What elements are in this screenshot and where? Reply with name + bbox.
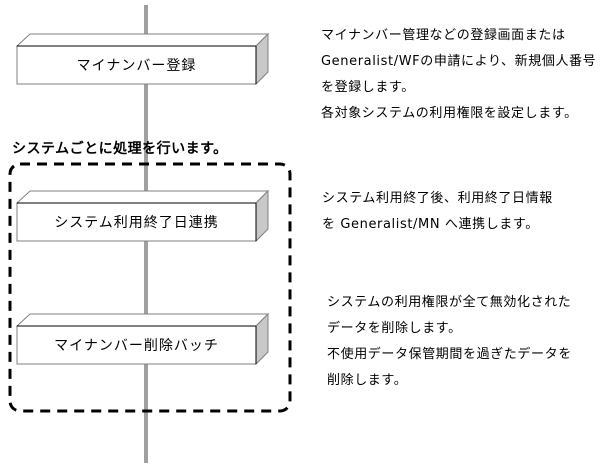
step-description-registration: マイナンバー管理などの登録画面または Generalist/WFの申請により、新…	[321, 23, 596, 127]
step-label-delete-batch: マイナンバー削除バッチ	[54, 338, 219, 354]
description-line: を Generalist/MN へ連携します。	[322, 217, 539, 232]
step-box-delete-batch	[15, 312, 270, 366]
description-line: 各対象システムの利用権限を設定します。	[321, 106, 578, 121]
description-line: 削除します。	[327, 373, 408, 388]
step-box-registration	[15, 32, 270, 86]
description-line: 不使用データ保管期間を過ぎたデータを	[327, 347, 572, 362]
step-label-registration: マイナンバー登録	[76, 58, 197, 74]
system-group-border	[8, 162, 292, 413]
description-line: システムの利用権限が全て無効化された	[327, 295, 572, 310]
description-line: Generalist/WFの申請により、新規個人番号	[321, 54, 597, 69]
group-heading: システムごとに処理を行います。	[12, 141, 228, 157]
description-line: を登録します。	[321, 80, 415, 95]
step-description-delete-batch: システムの利用権限が全て無効化された データを削除します。 不使用データ保管期間…	[327, 290, 572, 394]
step-box-end-date-link	[15, 189, 270, 243]
description-line: マイナンバー管理などの登録画面または	[321, 28, 566, 43]
step-description-end-date-link: システム利用終了後、利用終了日情報 を Generalist/MN へ連携します…	[322, 186, 553, 238]
description-line: データを削除します。	[327, 321, 462, 336]
description-line: システム利用終了後、利用終了日情報	[322, 191, 553, 206]
step-label-end-date-link: システム利用終了日連携	[54, 215, 219, 231]
